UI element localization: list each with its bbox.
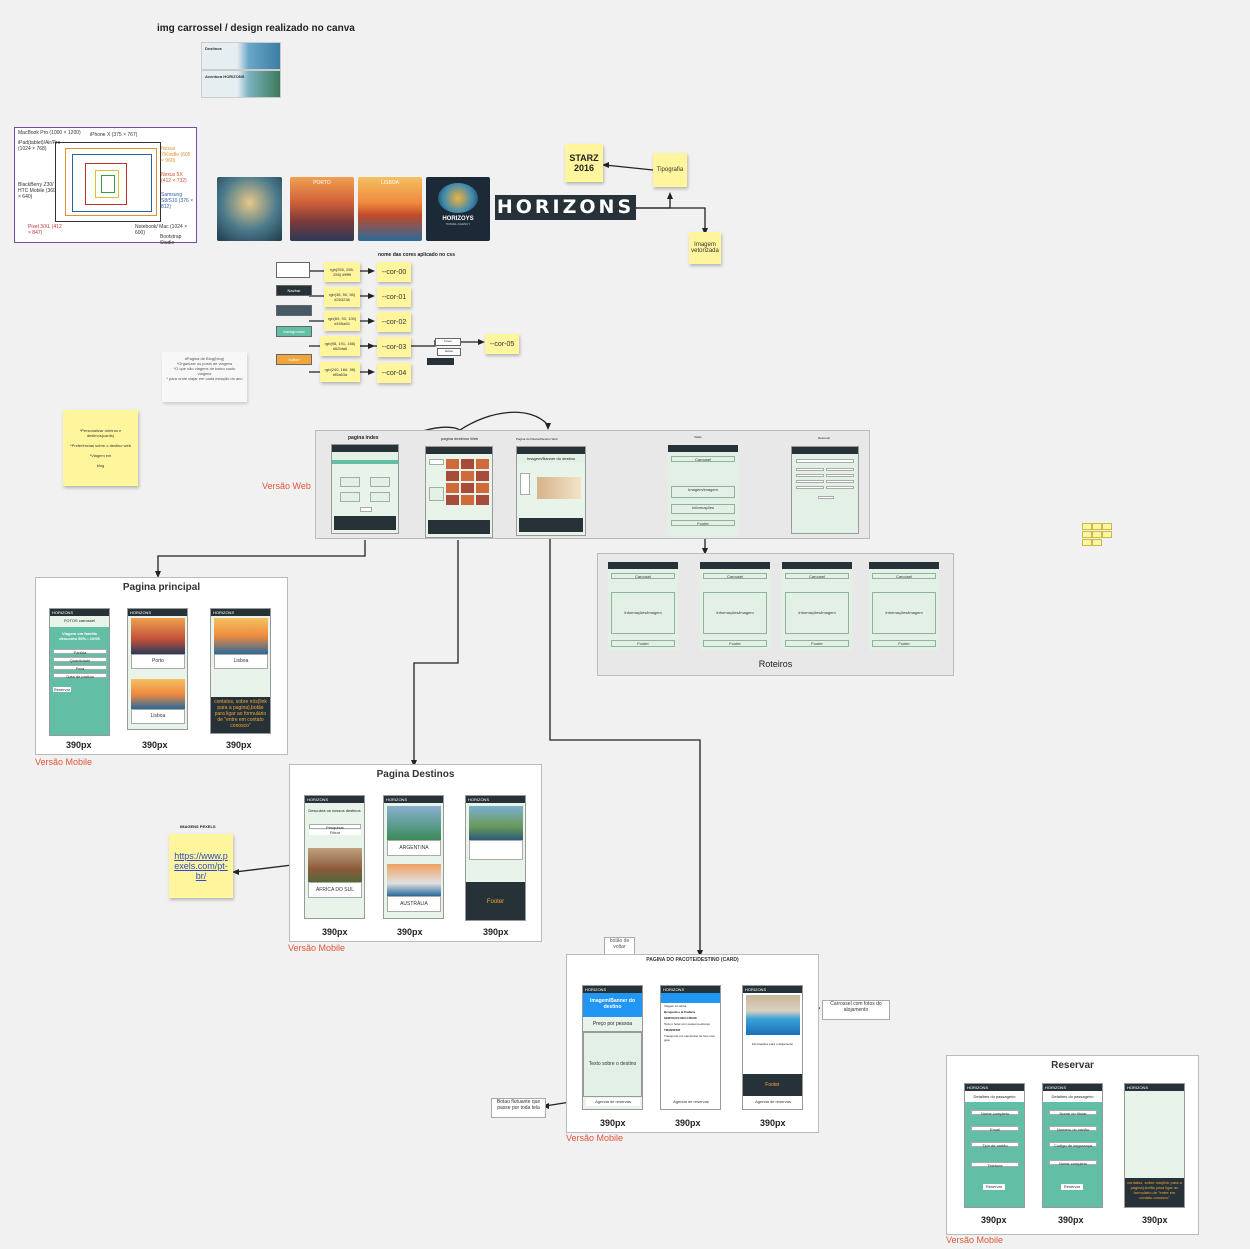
color-chip-background: background	[276, 326, 312, 337]
pagina-pacote-title: PAGINA DO PACOTE/DESTINO (CARD)	[646, 957, 739, 963]
reservar-frame: Reservar HORIZONS Detalhes do passageiro…	[946, 1055, 1199, 1235]
principal-width-2: 390px	[142, 740, 168, 750]
web-pacote-wireframe: Imagem/Banner do destino	[516, 446, 586, 536]
pacote-phone-1: HORIZONS Imagem/Banner do destino Preço …	[582, 985, 643, 1110]
roteiros-title: Roteiros	[758, 659, 793, 669]
color-chip-button: button	[276, 354, 312, 365]
principal-phone-2: HORIZONS Porto Lisboa	[127, 608, 188, 730]
carousel-thumb-2: Aventura HORIZONS	[201, 70, 281, 98]
pagina-pacote-frame: PAGINA DO PACOTE/DESTINO (CARD) HORIZONS…	[566, 954, 819, 1133]
pexels-title: IMAGENS PEXELS	[180, 824, 216, 829]
color-note-1: rgb(38, 50, 56) #263238	[324, 287, 360, 307]
web-destinos-wireframe	[425, 446, 493, 538]
web-visao-wireframe: Carousel Imagem/imagem Informações Foote…	[668, 445, 738, 537]
pacote-mobile-tag: Versão Mobile	[566, 1133, 624, 1143]
destinos-phone-1: HORIZONS Descubra os nossos destinos Pes…	[304, 795, 365, 919]
web-page-index-label: pagina index	[348, 435, 379, 441]
pexels-link[interactable]: https://www.pexels.com/pt-br/	[169, 834, 233, 898]
css-var-05: --cor-05	[485, 334, 519, 354]
roteiro-card-1: Carousel Informações/imagem Footer	[608, 562, 678, 650]
travel-illustration-image	[217, 177, 282, 241]
destinos-phone-2: HORIZONS ARGENTINA AUSTRÁLIA	[383, 795, 444, 919]
imagem-vetorizada-note: Imagem vetorizada	[689, 232, 721, 264]
pacote-phone-3: HORIZONS Informações para o alojamento F…	[742, 985, 803, 1110]
carousel-title: img carrossel / design realizado no canv…	[157, 23, 355, 34]
mini-stickies-cluster	[1082, 523, 1112, 547]
color-note-2: rgb(69, 90, 100) #455a64	[324, 311, 360, 331]
pagina-destinos-title: Pagina Destinos	[376, 769, 455, 780]
carousel-thumb-1: Destinos	[201, 42, 281, 70]
reservar-width-2: 390px	[1058, 1215, 1084, 1225]
pagina-destinos-frame: Pagina Destinos HORIZONS Descubra os nos…	[289, 764, 542, 942]
css-var-03: --cor-03	[377, 337, 411, 357]
web-index-wireframe	[331, 444, 399, 534]
color-note-3: rgb(98, 191, 166) #62bfa6	[320, 336, 360, 356]
breakpoints-diagram: MacBook Pro (1000 × 1200) iPhone X (375 …	[14, 127, 197, 246]
botao-flutuante-note: Botao flutuante que passe por toda tela	[491, 1098, 546, 1118]
color-note-4: rgb(240, 166, 58) #f0a63a	[320, 362, 360, 382]
web-version-tag: Versão Web	[262, 481, 311, 491]
principal-mobile-tag: Versão Mobile	[35, 757, 93, 767]
roteiro-card-4: Carousel Informações/imagem Footer	[869, 562, 939, 650]
css-var-01: --cor-01	[377, 287, 411, 307]
blog-note: #Pagina de Blog(blog) *Organizar os post…	[162, 352, 247, 402]
color-note-0: rgb(255, 255, 255) #ffffff	[324, 262, 360, 282]
horizoys-logo-image: HORIZOYS TRAVEL AGENCY	[426, 177, 490, 241]
roteiros-frame: Roteiros Carousel Informações/imagem Foo…	[597, 553, 954, 676]
principal-width-3: 390px	[226, 740, 252, 750]
destinos-phone-3: HORIZONS Footer	[465, 795, 526, 921]
reservar-width-1: 390px	[981, 1215, 1007, 1225]
color-chip-white	[276, 262, 310, 278]
reservar-phone-2: HORIZONS Detalhes do passageiro Nome do …	[1042, 1083, 1103, 1208]
css-var-02: --cor-02	[377, 312, 411, 332]
web-page-destinos-label: pagina destinos Web	[441, 436, 479, 441]
carrossel-note: Carrossel com fotos do alojamento	[822, 1000, 890, 1020]
principal-phone-1: HORIZONS FOTOS carrossel Viagem em famíl…	[49, 608, 110, 736]
color-chip-slate	[276, 305, 312, 316]
destinos-width-2: 390px	[397, 927, 423, 937]
lisboa-image: LISBOA	[358, 177, 422, 241]
pacote-width-3: 390px	[760, 1118, 786, 1128]
tipografia-note: Tipografia	[653, 153, 687, 187]
principal-width-1: 390px	[66, 740, 92, 750]
destinos-width-3: 390px	[483, 927, 509, 937]
reservar-mobile-tag: Versão Mobile	[946, 1235, 1004, 1245]
porto-image: PORTO	[290, 177, 354, 241]
web-page-reservar-label: Reservar	[818, 436, 831, 440]
principal-phone-3: HORIZONS Lisboa contatos, sobre nós(link…	[210, 608, 271, 734]
colors-title: nome das cores aplicado no css	[378, 252, 455, 258]
horizons-logo: HORIZONS	[495, 195, 636, 220]
web-reservar-wireframe	[791, 446, 859, 534]
pacote-phone-2: HORIZONS Viagem a Lisboa Benguela e la P…	[660, 985, 721, 1110]
reservar-phone-3: HORIZONS contatos, sobre nós(link para a…	[1124, 1083, 1185, 1208]
web-page-visao-label: Visão	[694, 435, 702, 439]
css-var-00: --cor-00	[377, 262, 411, 282]
reservar-title: Reservar	[1051, 1060, 1094, 1071]
pacote-width-1: 390px	[600, 1118, 626, 1128]
pacote-width-2: 390px	[675, 1118, 701, 1128]
destinos-width-1: 390px	[322, 927, 348, 937]
hover-chip: hover	[435, 338, 461, 346]
destinos-mobile-tag: Versão Mobile	[288, 943, 346, 953]
web-version-frame: pagina index pagina destinos Web Pagina …	[315, 430, 870, 539]
css-var-04: --cor-04	[377, 363, 411, 383]
color-chip-navbar: Navbar	[276, 285, 312, 296]
roteiro-card-2: Carousel Informações/imagem Footer	[700, 562, 770, 650]
hover-button-chip: button	[437, 348, 461, 356]
reservar-phone-1: HORIZONS Detalhes do passageiro Nome com…	[964, 1083, 1025, 1208]
pagina-principal-title: Pagina principal	[122, 582, 201, 593]
web-page-pacote-label: Pagina do Pacote/Destino Web	[516, 437, 558, 441]
reservar-width-3: 390px	[1142, 1215, 1168, 1225]
pagina-principal-frame: Pagina principal HORIZONS FOTOS carrosse…	[35, 577, 288, 755]
features-sticky-note: *Personalizar roteiros e destinos(cards)…	[63, 410, 138, 486]
hover-color-swatch	[427, 358, 454, 365]
starz-typography-note: STARZ 2016	[565, 144, 603, 182]
roteiro-card-3: Carousel Informações/imagem Footer	[782, 562, 852, 650]
